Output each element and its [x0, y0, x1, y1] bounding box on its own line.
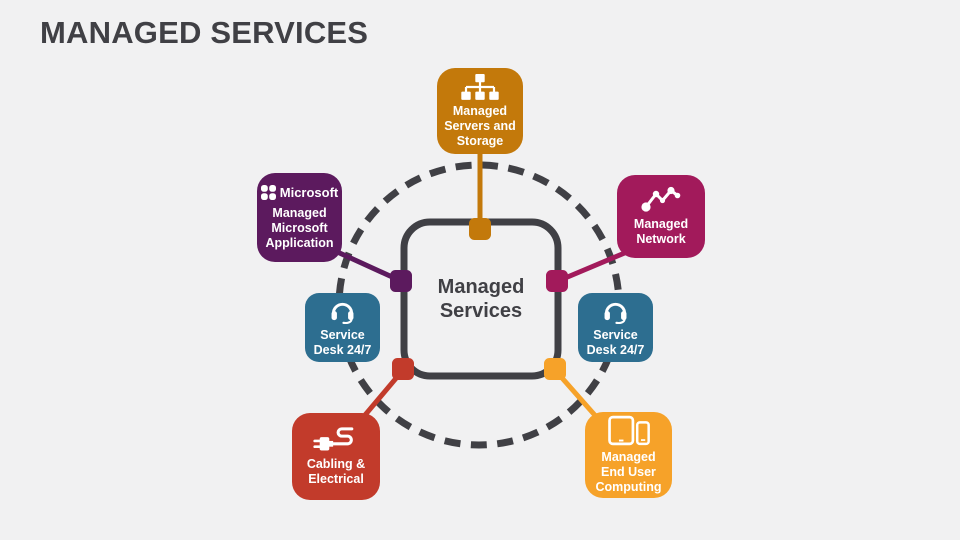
page-title: MANAGED SERVICES	[40, 15, 369, 50]
box-label-service-desk-right: Service Desk 24/7	[586, 327, 645, 357]
plug-icon	[313, 427, 354, 451]
box-managed-network: Managed Network	[617, 175, 705, 258]
center-square-label: Managed Services	[437, 276, 525, 322]
node-microsoft	[390, 270, 412, 292]
box-label-network: Managed Network	[633, 217, 689, 246]
box-label-cabling: Cabling & Electrical	[306, 457, 366, 486]
microsoft-brand-row: Microsoft	[260, 184, 339, 200]
box-label-servers: Managed Servers and Storage	[444, 103, 516, 148]
node-enduser	[544, 358, 566, 380]
box-service-desk-left: Service Desk 24/7	[305, 293, 380, 362]
headset-icon	[604, 302, 627, 324]
headset-icon	[331, 302, 354, 324]
microsoft-brand-label: Microsoft	[279, 184, 339, 200]
node-servers	[469, 218, 491, 240]
microsoft-logo-icon	[260, 184, 276, 200]
box-managed-microsoft-application: Microsoft Managed Microsoft Application	[257, 173, 342, 262]
box-cabling-electrical: Cabling & Electrical	[292, 413, 380, 500]
box-managed-servers-storage: Managed Servers and Storage	[437, 68, 523, 154]
node-network	[546, 270, 568, 292]
box-label-end-user: Managed End User Computing	[595, 450, 662, 494]
sitemap-icon	[461, 73, 499, 100]
node-cabling	[392, 358, 414, 380]
connector-microsoft	[331, 247, 403, 284]
box-label-microsoft: Managed Microsoft Application	[265, 205, 334, 250]
box-service-desk-right: Service Desk 24/7	[578, 293, 653, 362]
devices-icon	[607, 415, 650, 446]
connector-network	[557, 249, 628, 284]
box-label-service-desk-left: Service Desk 24/7	[313, 327, 372, 357]
network-graph-icon	[641, 186, 681, 212]
box-managed-end-user-computing: Managed End User Computing	[585, 412, 672, 498]
